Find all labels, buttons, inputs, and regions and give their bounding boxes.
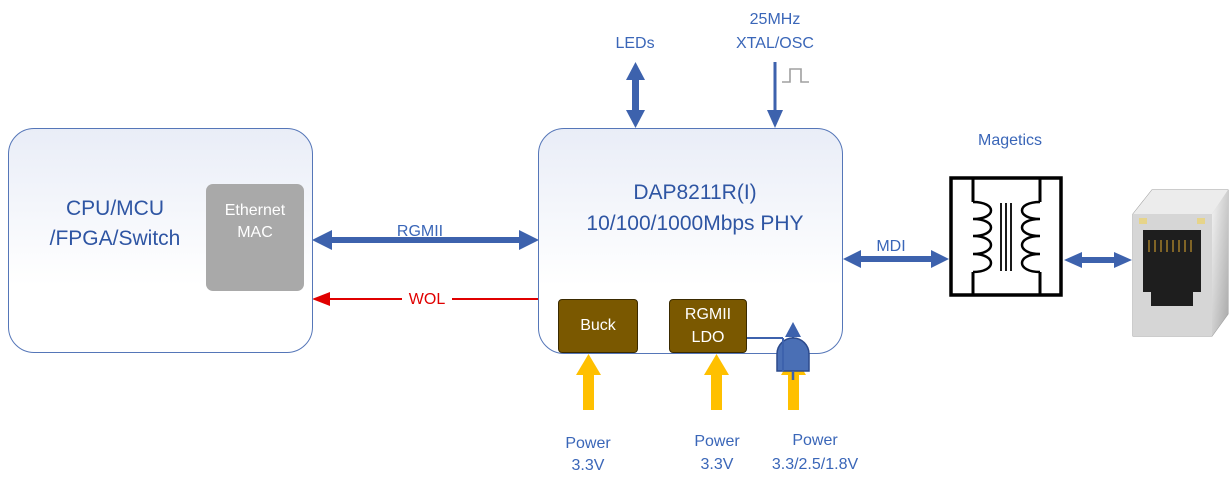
rgmii-label: RGMII: [396, 223, 444, 240]
rgmii-ldo-block: RGMII LDO: [669, 299, 747, 353]
ldo-label-line2: LDO: [691, 329, 725, 346]
mdi-label: MDI: [876, 238, 906, 255]
host-title-line1: CPU/MCU: [66, 197, 164, 220]
host-title-line2: /FPGA/Switch: [49, 227, 181, 250]
power-io-label-line2: 3.3/2.5/1.8V: [771, 456, 859, 473]
phy-title-line2: 10/100/1000Mbps PHY: [586, 212, 804, 235]
phy-title-line1: DAP8211R(I): [633, 181, 757, 204]
clock-waveform-icon: [782, 68, 809, 83]
oscillator-label-line2: XTAL/OSC: [736, 35, 814, 52]
oscillator-arrow: [767, 62, 783, 128]
transformer-icon: [949, 176, 1063, 297]
mac-label-line1: Ethernet: [224, 202, 286, 219]
rj45-jack-icon: [1132, 189, 1229, 337]
and-gate-icon: [747, 322, 810, 380]
ethernet-mac-block: Ethernet MAC: [206, 184, 304, 291]
magnetics-label: Magetics: [977, 132, 1043, 149]
power-arrow-ldo: [704, 354, 729, 410]
mdi-double-arrow: [843, 250, 949, 268]
power-buck-label-line1: Power: [565, 435, 611, 452]
power-ldo-label-line2: 3.3V: [700, 456, 734, 473]
wol-label: WOL: [402, 289, 452, 311]
buck-block: Buck: [558, 299, 638, 353]
ldo-label-line1: RGMII: [684, 306, 732, 323]
power-ldo-label-line1: Power: [694, 433, 740, 450]
power-io-label-line1: Power: [792, 432, 838, 449]
oscillator-label-line1: 25MHz: [749, 11, 801, 28]
magnetics-rj45-double-arrow: [1064, 252, 1132, 268]
power-buck-label-line2: 3.3V: [571, 457, 605, 474]
mac-label-line2: MAC: [237, 224, 273, 241]
buck-label: Buck: [580, 317, 616, 334]
power-arrow-buck: [576, 354, 601, 410]
leds-label: LEDs: [615, 35, 655, 52]
leds-double-arrow: [626, 62, 645, 128]
rgmii-double-arrow: [312, 230, 539, 250]
